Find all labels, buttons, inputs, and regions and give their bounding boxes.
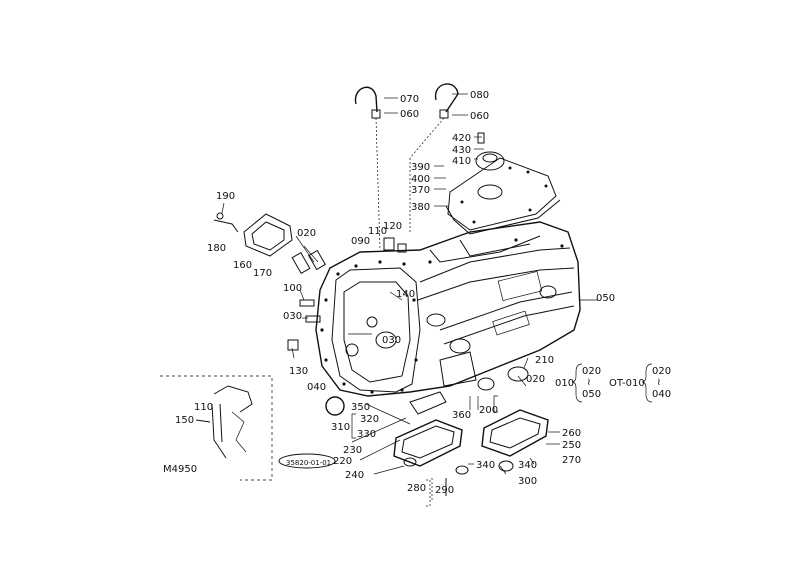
part-label: 120 [383, 221, 402, 232]
part-label: 060 [470, 111, 489, 122]
part-label: 020 [297, 228, 316, 239]
part-label: 320 [360, 414, 379, 425]
part-label: 150 [175, 415, 194, 426]
part-label: 090 [351, 236, 370, 247]
part-label: 180 [207, 243, 226, 254]
drawing-number: 35820-01-01 [286, 459, 331, 467]
part-label: 130 [289, 366, 308, 377]
part-label: 030 [382, 335, 401, 346]
part-label: 350 [351, 402, 370, 413]
part-label: 290 [435, 485, 454, 496]
part-label: 220 [333, 456, 352, 467]
part-label: 060 [400, 109, 419, 120]
part-label: 340 [476, 460, 495, 471]
part-label: 020 [526, 374, 545, 385]
drawing-number-badge [278, 453, 336, 469]
part-label: 110 [368, 226, 387, 237]
part-label: 050 [596, 293, 615, 304]
inset-code: M4950 [163, 464, 197, 475]
part-label: 160 [233, 260, 252, 271]
part-label: 280 [407, 483, 426, 494]
variant-right-prefix: OT-010 [609, 378, 645, 389]
inset-detail [160, 375, 273, 481]
part-label: 270 [562, 455, 581, 466]
part-labels: 070 060 080 060 420 430 410 390 400 370 … [175, 90, 615, 496]
part-label: 110 [194, 402, 213, 413]
part-label: 250 [562, 440, 581, 451]
part-label: 080 [470, 90, 489, 101]
side-cover [213, 212, 293, 257]
dipstick-070 [354, 86, 381, 251]
part-label: 360 [452, 410, 471, 421]
part-label: 380 [411, 202, 430, 213]
part-label: 070 [400, 94, 419, 105]
part-label: 140 [396, 289, 415, 300]
part-label: 390 [411, 162, 430, 173]
variant-brackets [571, 363, 653, 403]
variant-left-top: 020 [582, 366, 601, 377]
part-label: 030 [283, 311, 302, 322]
part-label: 410 [452, 156, 471, 167]
top-cover [445, 132, 561, 235]
part-label: 230 [343, 445, 362, 456]
part-label: 430 [452, 145, 471, 156]
part-label: 190 [216, 191, 235, 202]
variant-left-bottom: 050 [582, 389, 601, 400]
variant-left-tilde: ≀ [587, 377, 591, 388]
bottom-cover-left [393, 391, 463, 467]
bottom-cover-right [431, 409, 549, 500]
part-label: 420 [452, 133, 471, 144]
part-label: 240 [345, 470, 364, 481]
part-label: 210 [535, 355, 554, 366]
transmission-housing [287, 221, 581, 416]
part-label: 340 [518, 460, 537, 471]
part-label: 310 [331, 422, 350, 433]
part-label: 100 [283, 283, 302, 294]
part-label: 260 [562, 428, 581, 439]
variant-right-tilde: ≀ [657, 377, 661, 388]
part-label: 330 [357, 429, 376, 440]
part-label: 400 [411, 174, 430, 185]
part-label: 370 [411, 185, 430, 196]
leader-lines [221, 93, 598, 507]
variant-right-bottom: 040 [652, 389, 671, 400]
part-label: 040 [307, 382, 326, 393]
variant-labels: 010 020 ≀ 050 OT-010 020 ≀ 040 [555, 366, 671, 400]
variant-right-top: 020 [652, 366, 671, 377]
part-label: 300 [518, 476, 537, 487]
part-label: 170 [253, 268, 272, 279]
part-label: 200 [479, 405, 498, 416]
variant-left-prefix: 010 [555, 378, 574, 389]
